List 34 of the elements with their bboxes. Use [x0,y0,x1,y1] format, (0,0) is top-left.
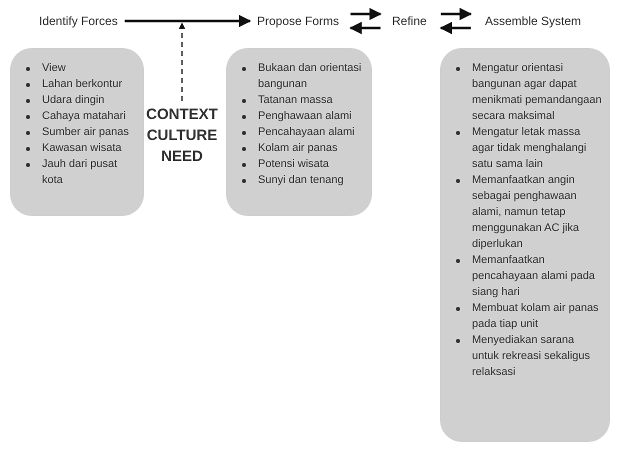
step-label: Refine [389,12,430,30]
list-item: Penghawaan alami [258,110,352,122]
list-item: Bukaan dan orientasi bangunan [258,62,362,90]
list-item: Sumber air panas [42,126,129,138]
arrow [440,22,471,34]
list-item: Potensi wisata [258,158,329,170]
list-item: Sunyi dan tenang [258,174,344,186]
list-item: Udara dingin [42,94,104,106]
list-item: Cahaya matahari [42,110,126,122]
list-card [226,48,372,216]
arrow [349,22,381,34]
list-item: Lahan berkontur [42,78,122,90]
step-label: Identify Forces [36,12,121,30]
list-item: Memanfaatkan angin sebagai penghawaan alami, namun tetap menggunakan AC jika diperlukan [472,174,580,250]
step-label: Assemble System [482,12,584,30]
list-card [440,48,610,442]
factor-label: CONTEXT CULTURE NEED [146,104,218,167]
arrow [350,8,382,20]
arrow [440,8,472,20]
step-label: Propose Forms [254,12,342,30]
arrow [124,14,252,28]
list-card [10,48,144,216]
dashed-arrow [178,22,186,101]
list-item: Memanfaatkan pencahayaan alami pada siang hari [472,254,595,298]
list-item: Kolam air panas [258,142,338,154]
list-item: Mengatur orientasi bangunan agar dapat menikmati pemandangaan secara maksimal [472,62,602,122]
list-item: Pencahayaan alami [258,126,355,138]
list-item: Kawasan wisata [42,142,122,154]
list-item: Jauh dari pusat kota [42,158,118,186]
list-item: Mengatur letak massa agar tidak menghalangi satu sama lain [472,126,586,170]
list-item: View [42,62,66,74]
list-item: Membuat kolam air panas pada tiap unit [472,302,599,330]
list-item: Tatanan massa [258,94,333,106]
list-item: Menyediakan sarana untuk rekreasi sekaligus relaksasi [472,334,590,378]
